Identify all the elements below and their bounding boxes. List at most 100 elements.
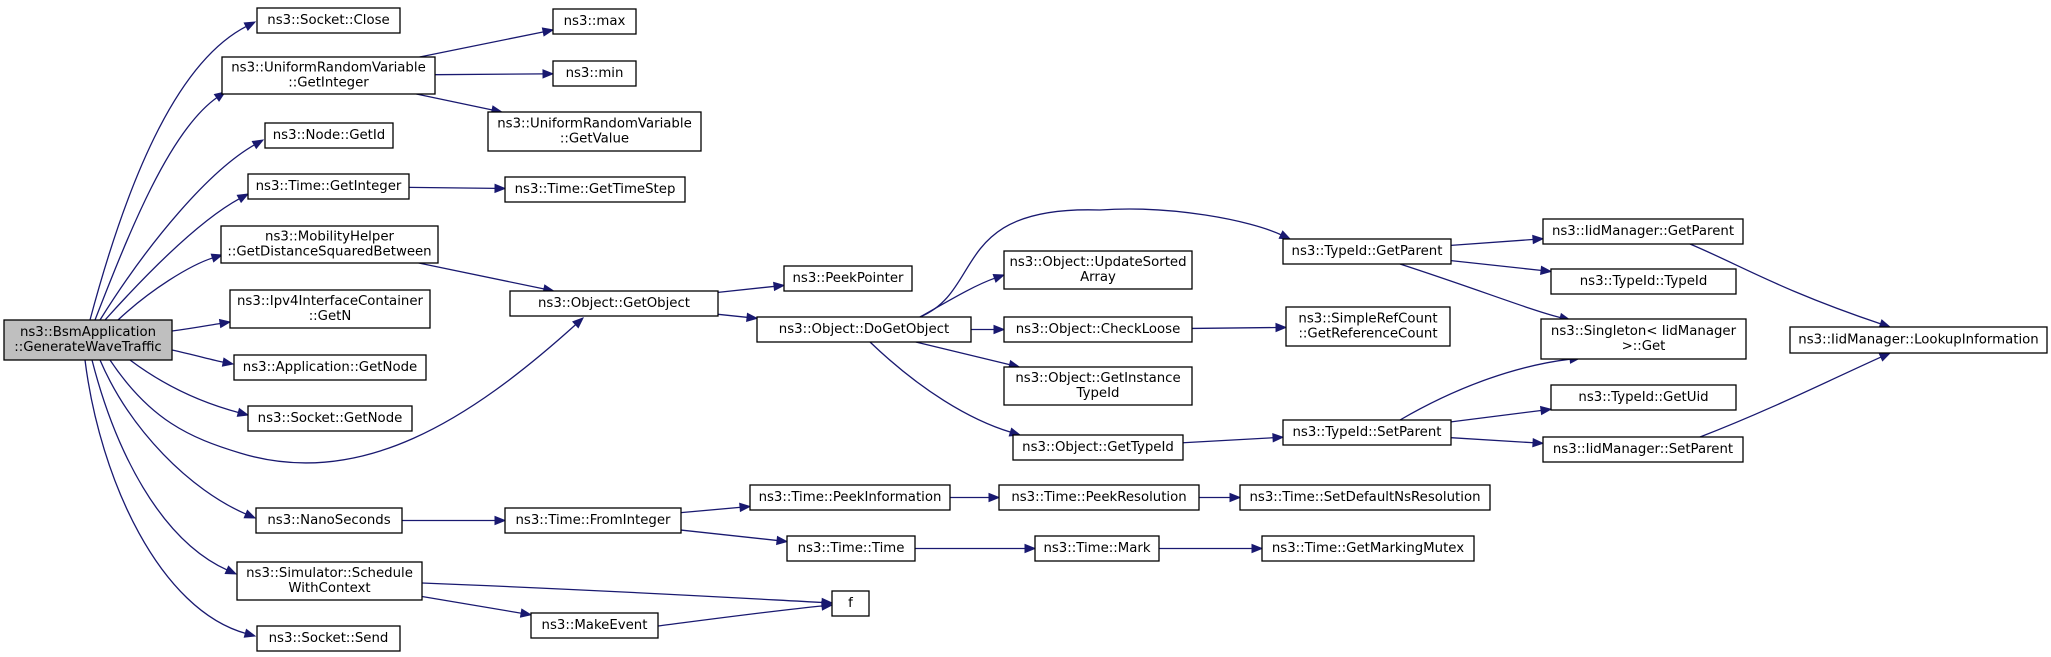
node-box[interactable] (1540, 318, 1747, 360)
node-socket-close[interactable]: ns3::Socket::Close (256, 7, 401, 34)
node-box[interactable] (247, 405, 413, 432)
node-box[interactable] (552, 8, 637, 35)
node-box[interactable] (233, 354, 427, 381)
node-label: ns3::Socket::Close (267, 13, 389, 28)
node-box[interactable] (783, 265, 913, 292)
node-box[interactable] (236, 561, 423, 601)
node-ipv4[interactable]: ns3::Ipv4InterfaceContainer::GetN (229, 289, 431, 329)
node-box[interactable] (1282, 238, 1452, 265)
node-dogetobject[interactable]: ns3::Object::DoGetObject (756, 316, 972, 343)
node-time-gettimestep[interactable]: ns3::Time::GetTimeStep (504, 176, 686, 203)
node-checkloose[interactable]: ns3::Object::CheckLoose (1003, 316, 1193, 343)
node-time-peekres[interactable]: ns3::Time::PeekResolution (998, 484, 1200, 511)
node-box[interactable] (1034, 535, 1160, 562)
node-box[interactable] (552, 60, 637, 87)
node-time-getinteger[interactable]: ns3::Time::GetInteger (247, 173, 410, 200)
node-iid-getparent[interactable]: ns3::IidManager::GetParent (1542, 218, 1744, 245)
node-urv-getinteger[interactable]: ns3::UniformRandomVariable::GetInteger (221, 56, 436, 95)
node-box[interactable] (831, 590, 870, 617)
node-gettypeid[interactable]: ns3::Object::GetTypeId (1012, 434, 1184, 461)
node-box[interactable] (1285, 306, 1451, 347)
node-iid-lookup[interactable]: ns3::IidManager::LookupInformation (1789, 326, 2048, 354)
node-box[interactable] (1003, 366, 1193, 406)
node-box[interactable] (1550, 268, 1737, 295)
node-box[interactable] (786, 535, 916, 562)
node-box[interactable] (255, 507, 403, 534)
node-time-peekinfo[interactable]: ns3::Time::PeekInformation (749, 484, 951, 511)
node-socket-getnode[interactable]: ns3::Socket::GetNode (247, 405, 413, 432)
edge-line (1399, 263, 1562, 319)
node-box[interactable] (256, 625, 401, 652)
node-typeid-getuid[interactable]: ns3::TypeId::GetUid (1550, 384, 1737, 411)
node-box[interactable] (1003, 316, 1193, 343)
node-box[interactable] (1261, 535, 1475, 562)
node-label: WithContext (288, 581, 370, 596)
node-box[interactable] (1550, 384, 1737, 411)
node-box[interactable] (229, 289, 431, 329)
node-box[interactable] (998, 484, 1200, 511)
node-box[interactable] (247, 173, 410, 200)
node-label: ns3::TypeId::SetParent (1292, 425, 1441, 440)
node-box[interactable] (1012, 434, 1184, 461)
node-app-getnode[interactable]: ns3::Application::GetNode (233, 354, 427, 381)
node-f[interactable]: f (831, 590, 870, 617)
node-typeid-getparent[interactable]: ns3::TypeId::GetParent (1282, 238, 1452, 265)
node-nanoseconds[interactable]: ns3::NanoSeconds (255, 507, 403, 534)
node-box[interactable] (509, 290, 719, 317)
node-min[interactable]: ns3::min (552, 60, 637, 87)
edge-nanoseconds-to-time_frominteger (402, 515, 507, 526)
node-time-frominteger[interactable]: ns3::Time::FromInteger (504, 507, 682, 534)
edge-line (434, 73, 545, 76)
node-label: ns3::Object::GetInstance (1015, 371, 1180, 386)
node-box[interactable] (1542, 436, 1744, 463)
node-mobility[interactable]: ns3::MobilityHelper::GetDistanceSquaredB… (220, 225, 439, 264)
node-time-mark[interactable]: ns3::Time::Mark (1034, 535, 1160, 562)
edge-dogetobject-to-gettypeid (869, 341, 1022, 437)
node-peekpointer[interactable]: ns3::PeekPointer (783, 265, 913, 292)
node-simplerefcount[interactable]: ns3::SimpleRefCount::GetReferenceCount (1285, 306, 1451, 347)
node-box[interactable] (504, 507, 682, 534)
edge-line (408, 186, 497, 190)
node-box[interactable] (756, 316, 972, 343)
node-box[interactable] (487, 111, 702, 152)
node-box[interactable] (1239, 484, 1491, 511)
node-box[interactable] (220, 225, 439, 264)
edge-line (1399, 358, 1572, 421)
node-box[interactable] (1003, 250, 1193, 290)
edge-arrowhead (218, 318, 232, 329)
node-typeid-typeid[interactable]: ns3::TypeId::TypeId (1550, 268, 1737, 295)
node-time-getmarking[interactable]: ns3::Time::GetMarkingMutex (1261, 535, 1475, 562)
node-singleton[interactable]: ns3::Singleton< IidManager>::Get (1540, 318, 1747, 360)
node-box[interactable] (749, 484, 951, 511)
node-box[interactable] (264, 122, 394, 149)
edge-root-to-node_getid (99, 139, 265, 321)
edge-line (94, 96, 218, 321)
node-box[interactable] (1282, 419, 1452, 446)
node-socket-send[interactable]: ns3::Socket::Send (256, 625, 401, 652)
node-makeevent[interactable]: ns3::MakeEvent (530, 612, 659, 639)
node-getobject[interactable]: ns3::Object::GetObject (509, 290, 719, 317)
node-box[interactable] (3, 319, 173, 361)
node-iid-setparent[interactable]: ns3::IidManager::SetParent (1542, 436, 1744, 463)
node-box[interactable] (221, 56, 436, 95)
node-box[interactable] (504, 176, 686, 203)
node-typeid-setparent[interactable]: ns3::TypeId::SetParent (1282, 419, 1452, 446)
node-label: ns3::BsmApplication (20, 325, 156, 340)
node-box[interactable] (530, 612, 659, 639)
node-box[interactable] (1789, 326, 2048, 354)
node-urv-getvalue[interactable]: ns3::UniformRandomVariable::GetValue (487, 111, 702, 152)
node-time-time[interactable]: ns3::Time::Time (786, 535, 916, 562)
node-time-setdefault[interactable]: ns3::Time::SetDefaultNsResolution (1239, 484, 1491, 511)
node-max[interactable]: ns3::max (552, 8, 637, 35)
node-box[interactable] (1542, 218, 1744, 245)
edge-line (89, 25, 248, 321)
node-box[interactable] (256, 7, 401, 34)
edge-line (919, 208, 1283, 318)
node-label: ns3::Object::GetObject (538, 296, 690, 311)
node-node-getid[interactable]: ns3::Node::GetId (264, 122, 394, 149)
node-root[interactable]: ns3::BsmApplication::GenerateWaveTraffic (3, 319, 173, 361)
edge-root-to-socket_close (89, 21, 257, 321)
